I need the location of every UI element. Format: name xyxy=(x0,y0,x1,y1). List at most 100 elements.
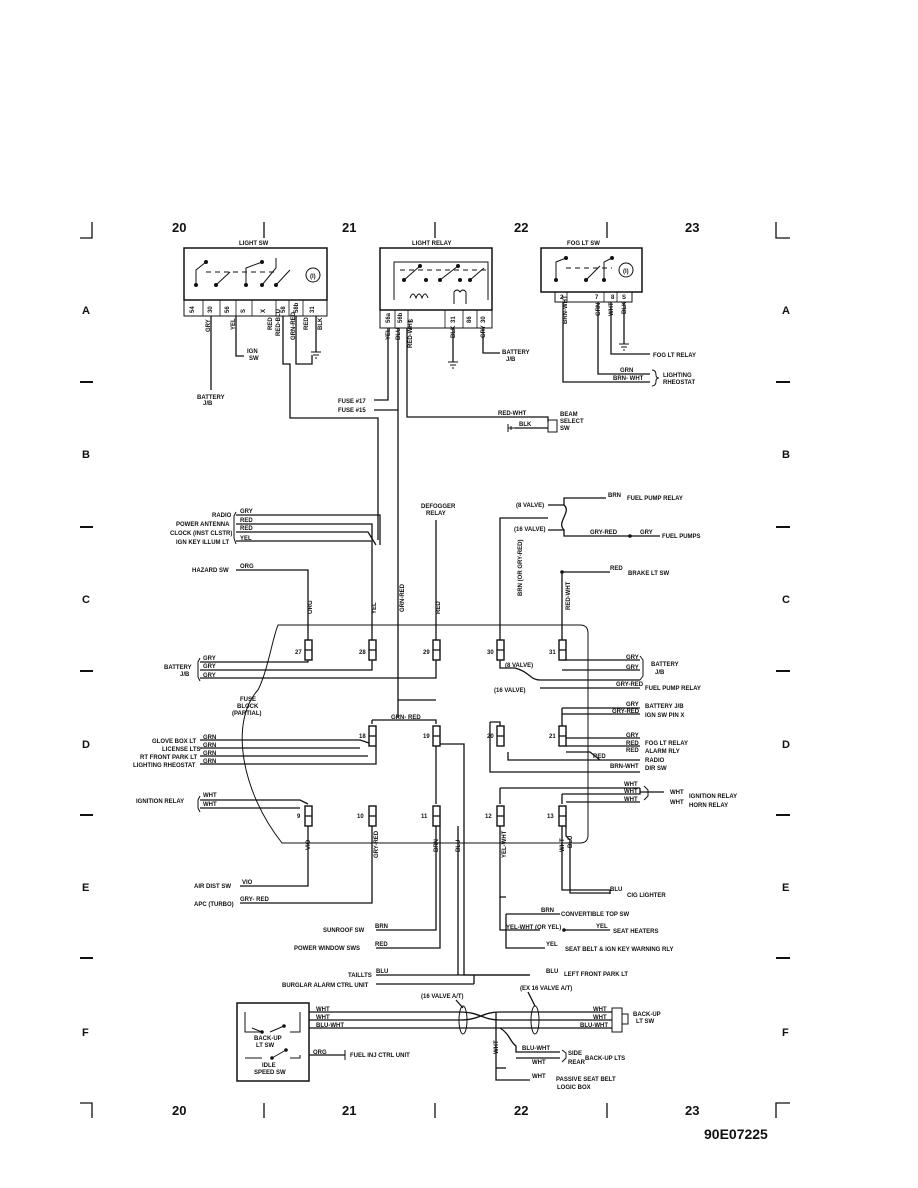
svg-text:FUSE: FUSE xyxy=(240,697,256,703)
svg-text:WHT: WHT xyxy=(316,1007,330,1013)
svg-text:FUEL INJ CTRL UNIT: FUEL INJ CTRL UNIT xyxy=(350,1053,410,1059)
svg-text:SIDE: SIDE xyxy=(568,1051,582,1057)
svg-text:GRY: GRY xyxy=(203,673,216,679)
svg-text:GRY- RED: GRY- RED xyxy=(240,897,269,903)
svg-text:IGN: IGN xyxy=(247,349,258,355)
radio-feed-labels: RADIO POWER ANTENNA CLOCK (INST CLSTR) I… xyxy=(170,509,254,574)
svg-text:SEAT HEATERS: SEAT HEATERS xyxy=(613,929,658,935)
svg-text:DEFOGGER: DEFOGGER xyxy=(421,504,456,510)
col-label: 21 xyxy=(342,220,356,235)
svg-text:GRN-RED: GRN-RED xyxy=(291,311,297,340)
fuse-11: 11 xyxy=(421,805,441,827)
svg-text:30: 30 xyxy=(208,306,214,313)
svg-text:TAILLTS: TAILLTS xyxy=(348,973,372,979)
svg-text:BLK: BLK xyxy=(318,317,324,330)
fuse-12: 12 xyxy=(485,805,505,827)
fuse-20: 20 xyxy=(487,725,505,747)
fuse-28: 28 xyxy=(359,639,377,661)
row-d-labels: GRN- RED GLOVE BOX LT LICENSE LTS RT FRO… xyxy=(133,702,688,772)
svg-text:86: 86 xyxy=(467,316,473,323)
svg-text:RED: RED xyxy=(304,317,310,330)
lamp-icon: (l) xyxy=(310,274,316,280)
fog-sw-title: FOG LT SW xyxy=(567,241,600,247)
svg-text:RED: RED xyxy=(626,741,639,747)
svg-text:30: 30 xyxy=(481,316,487,323)
ign-sw-label: IGN SW xyxy=(247,349,259,362)
svg-text:WHT: WHT xyxy=(593,1015,607,1021)
svg-text:SPEED SW: SPEED SW xyxy=(254,1070,286,1076)
row-label: A xyxy=(782,305,790,317)
v16-top-label: (16 VALVE) xyxy=(514,527,545,533)
light-relay-wiring xyxy=(374,328,540,701)
row-label: E xyxy=(82,882,89,894)
brake-lt-sw-label: BRAKE LT SW xyxy=(628,571,670,577)
svg-text:WHT: WHT xyxy=(532,1060,546,1066)
idle-speed-label: IDLE SPEED SW xyxy=(254,1063,286,1076)
lower-labels: AIR DIST SW VIO APC (TURBO) GRY- RED SUN… xyxy=(194,880,673,989)
svg-text:GRN: GRN xyxy=(203,743,216,749)
column-labels-bottom: 20 21 22 23 xyxy=(172,1103,699,1118)
svg-text:LEFT FRONT PARK LT: LEFT FRONT PARK LT xyxy=(564,972,628,978)
svg-text:WHT: WHT xyxy=(593,1007,607,1013)
svg-text:YEL: YEL xyxy=(231,318,237,330)
svg-text:BLU: BLU xyxy=(546,969,558,975)
svg-text:RADIO: RADIO xyxy=(212,513,232,519)
svg-text:SW: SW xyxy=(560,426,570,432)
svg-text:GRN: GRN xyxy=(620,368,633,374)
svg-text:IGNITION RELAY: IGNITION RELAY xyxy=(689,794,737,800)
svg-text:WHT: WHT xyxy=(532,1074,546,1080)
fuse-21: 21 xyxy=(549,725,567,747)
svg-text:7: 7 xyxy=(595,295,599,301)
battery-bus-labels: BATTERY J/B GRY GRY GRY (8 VALVE) (16 VA… xyxy=(164,655,701,694)
svg-text:ORG: ORG xyxy=(308,600,314,614)
svg-text:LT SW: LT SW xyxy=(636,1019,655,1025)
svg-text:YEL-WHT: YEL-WHT xyxy=(502,830,508,858)
svg-text:LICENSE LTS: LICENSE LTS xyxy=(162,747,201,753)
fog-lt-relay-label: FOG LT RELAY xyxy=(653,353,696,359)
row-c-wire-labels: ORG YEL GRN-RED RED BRN (OR GRY-RED) RED… xyxy=(308,540,572,614)
svg-text:21: 21 xyxy=(549,734,556,740)
diagram-code: 90E07225 xyxy=(704,1126,768,1142)
light-sw-title: LIGHT SW xyxy=(239,241,269,247)
svg-text:BATTERY: BATTERY xyxy=(164,665,192,671)
svg-text:DIR SW: DIR SW xyxy=(645,766,667,772)
svg-text:BLU-WHT: BLU-WHT xyxy=(522,1046,550,1052)
svg-text:LIGHTING RHEOSTAT: LIGHTING RHEOSTAT xyxy=(133,763,196,769)
svg-text:GRY: GRY xyxy=(203,656,216,662)
svg-text:31: 31 xyxy=(451,316,457,323)
col-label: 22 xyxy=(514,220,528,235)
svg-text:13: 13 xyxy=(547,814,554,820)
svg-text:GRY: GRY xyxy=(481,325,487,338)
svg-text:VIO: VIO xyxy=(242,880,253,886)
defogger-relay-label: DEFOGGER RELAY xyxy=(421,504,456,517)
svg-text:GRN- RED: GRN- RED xyxy=(391,715,421,721)
svg-text:BLU: BLU xyxy=(396,328,402,340)
svg-text:IDLE: IDLE xyxy=(262,1063,276,1069)
svg-text:WHT: WHT xyxy=(670,800,684,806)
svg-text:BLK: BLK xyxy=(451,325,457,338)
fuse-13: 13 xyxy=(547,805,567,827)
svg-text:BATTERY: BATTERY xyxy=(502,350,530,356)
svg-text:VIO: VIO xyxy=(306,839,312,850)
svg-text:POWER ANTENNA: POWER ANTENNA xyxy=(176,522,230,528)
svg-text:REAR: REAR xyxy=(568,1060,586,1066)
light-sw-terminals: 54 30 56 S X 58 58b 31 xyxy=(190,302,316,313)
svg-text:WHT: WHT xyxy=(624,797,638,803)
svg-text:RED-BLU: RED-BLU xyxy=(276,309,282,336)
svg-text:WHT: WHT xyxy=(494,1040,500,1054)
svg-text:PASSIVE SEAT BELT: PASSIVE SEAT BELT xyxy=(556,1077,616,1083)
lamp-icon: (l) xyxy=(623,269,629,275)
svg-text:WHT: WHT xyxy=(203,793,217,799)
svg-text:GRY: GRY xyxy=(626,665,639,671)
row-d-wiring xyxy=(200,700,640,976)
svg-text:WHT: WHT xyxy=(609,302,615,316)
svg-text:GRY-RED: GRY-RED xyxy=(616,682,644,688)
svg-text:BRN-WHT: BRN-WHT xyxy=(563,295,569,324)
svg-text:8: 8 xyxy=(611,295,615,301)
fuse-29: 29 xyxy=(423,639,441,661)
svg-text:WHT: WHT xyxy=(670,790,684,796)
svg-text:(PARTIAL): (PARTIAL) xyxy=(232,711,262,717)
light-sw-wire-labels: GRY YEL RED RED-BLU GRN-RED RED BLK xyxy=(206,309,324,340)
svg-text:(EX 16 VALVE A/T): (EX 16 VALVE A/T) xyxy=(520,986,572,992)
col-label: 23 xyxy=(685,220,699,235)
